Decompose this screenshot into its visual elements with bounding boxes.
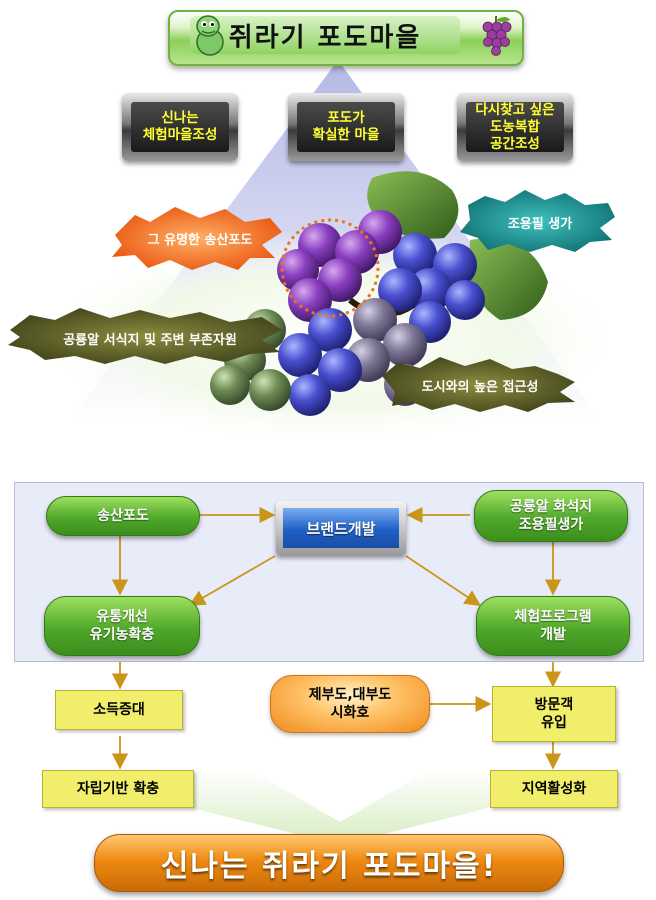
- goal-box-grape-village: 포도가 확실한 마을: [288, 93, 404, 161]
- label-habitat: 공룡알 서식지 및 주변 부존자원: [63, 333, 237, 348]
- burst-singer-house: [460, 190, 615, 252]
- burst-famous-grape: [112, 207, 282, 270]
- node-brand-development: 브랜드개발: [276, 501, 406, 555]
- burst-habitat: [8, 308, 282, 364]
- node-experience-program: 체험프로그램 개발: [476, 596, 630, 656]
- burst-access: [382, 357, 575, 412]
- dinosaur-icon: [196, 15, 224, 56]
- label-famous-grape: 그 유명한 송산포도: [147, 233, 253, 248]
- label-access: 도시와의 높은 접근성: [421, 380, 539, 395]
- node-regional-revitalization: 지역활성화: [490, 770, 618, 808]
- node-islands: 제부도,대부도 시화호: [270, 675, 430, 733]
- node-dino-site: 공룡알 화석지 조용필생가: [474, 490, 628, 542]
- label-singer-house: 조용필 생가: [507, 217, 573, 232]
- final-banner: 신나는 쥐라기 포도마을!: [94, 834, 564, 892]
- node-visitors: 방문객 유입: [492, 686, 616, 742]
- goal-box-experience-village: 신나는 체험마을조성: [122, 93, 238, 161]
- node-songsan-grape: 송산포도: [46, 496, 200, 536]
- node-self-reliance: 자립기반 확충: [42, 770, 194, 808]
- grape-icon: [482, 16, 512, 56]
- node-distribution: 유통개선 유기농확충: [44, 596, 200, 656]
- node-income-increase: 소득증대: [55, 690, 183, 730]
- goal-box-urban-rural-space: 다시찾고 싶은 도농복합 공간조성: [457, 93, 573, 161]
- page-title: 쥐라기 포도마을: [190, 16, 460, 54]
